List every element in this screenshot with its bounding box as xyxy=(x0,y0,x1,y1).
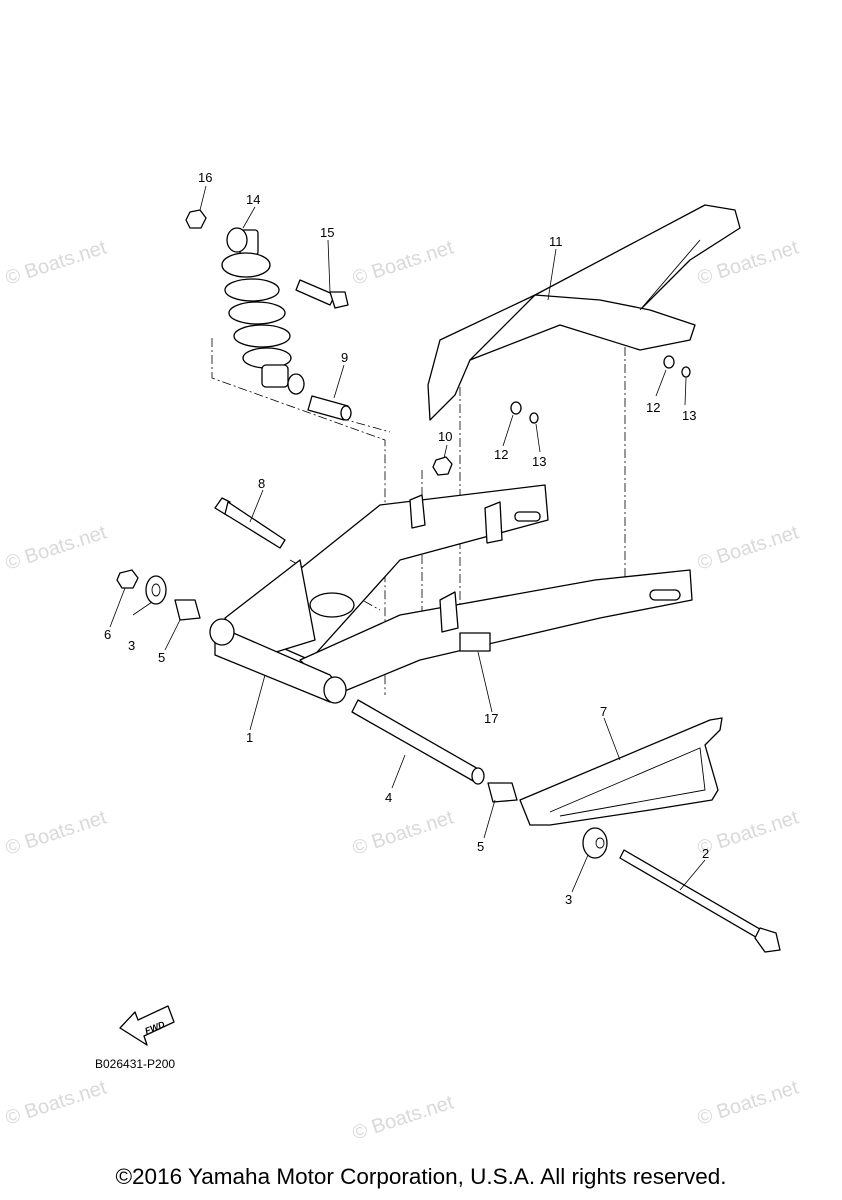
callout-15: 15 xyxy=(320,225,334,240)
swingarm xyxy=(209,484,693,704)
washer-12a xyxy=(663,355,675,369)
callout-12: 12 xyxy=(494,447,508,462)
copyright-notice: ©2016 Yamaha Motor Corporation, U.S.A. A… xyxy=(115,1164,727,1189)
callout-13: 13 xyxy=(532,454,546,469)
callout-4: 4 xyxy=(385,790,392,805)
callout-1: 1 xyxy=(246,730,253,745)
bearing-5b xyxy=(487,782,518,803)
watermark: © Boats.net xyxy=(695,521,802,574)
chain-guard xyxy=(427,204,741,421)
watermark: © Boats.net xyxy=(350,806,457,859)
nut-10 xyxy=(432,456,453,476)
callout-8: 8 xyxy=(258,476,265,491)
washer-12b xyxy=(510,401,522,415)
callout-6: 6 xyxy=(104,627,111,642)
reference-code: B026431-P200 xyxy=(95,1057,175,1071)
watermark: © Boats.net xyxy=(3,236,110,289)
callout-17: 17 xyxy=(484,711,498,726)
hardware xyxy=(116,209,691,859)
chain-puller xyxy=(519,717,723,826)
callout-2: 2 xyxy=(702,846,709,861)
bearing-5a xyxy=(174,599,201,621)
watermark: © Boats.net xyxy=(3,806,110,859)
bolt-13a xyxy=(681,366,691,378)
watermark: © Boats.net xyxy=(3,1076,110,1129)
watermark: © Boats.net xyxy=(350,1091,457,1144)
nut-6 xyxy=(116,569,139,589)
callout-9: 9 xyxy=(341,350,348,365)
callout-7: 7 xyxy=(600,704,607,719)
callouts: 16 14 15 11 9 12 13 12 13 10 8 6 3 5 1 1… xyxy=(104,170,709,907)
collar-9 xyxy=(307,395,352,421)
callout-3: 3 xyxy=(128,638,135,653)
callout-3: 3 xyxy=(565,892,572,907)
callout-14: 14 xyxy=(246,192,260,207)
watermark: © Boats.net xyxy=(3,521,110,574)
washer-3a xyxy=(145,575,167,605)
watermark: © Boats.net xyxy=(695,1076,802,1129)
callout-12: 12 xyxy=(646,400,660,415)
watermark: © Boats.net xyxy=(350,236,457,289)
callout-11: 11 xyxy=(549,234,563,249)
watermark: © Boats.net xyxy=(695,806,802,859)
shock-absorber xyxy=(221,227,305,395)
bolt-8 xyxy=(214,497,286,549)
bolt-15 xyxy=(295,279,349,309)
callout-13: 13 xyxy=(682,408,696,423)
leader-lines xyxy=(109,185,706,893)
callout-5: 5 xyxy=(158,650,165,665)
callout-16: 16 xyxy=(198,170,212,185)
callout-10: 10 xyxy=(438,429,452,444)
bolt-13b xyxy=(529,412,539,424)
washer-3b xyxy=(582,827,608,859)
pivot-shaft xyxy=(351,699,485,785)
fwd-arrow: FWD xyxy=(119,1005,175,1046)
callout-5: 5 xyxy=(477,839,484,854)
nut-16 xyxy=(185,209,207,229)
long-bolt xyxy=(619,849,781,953)
